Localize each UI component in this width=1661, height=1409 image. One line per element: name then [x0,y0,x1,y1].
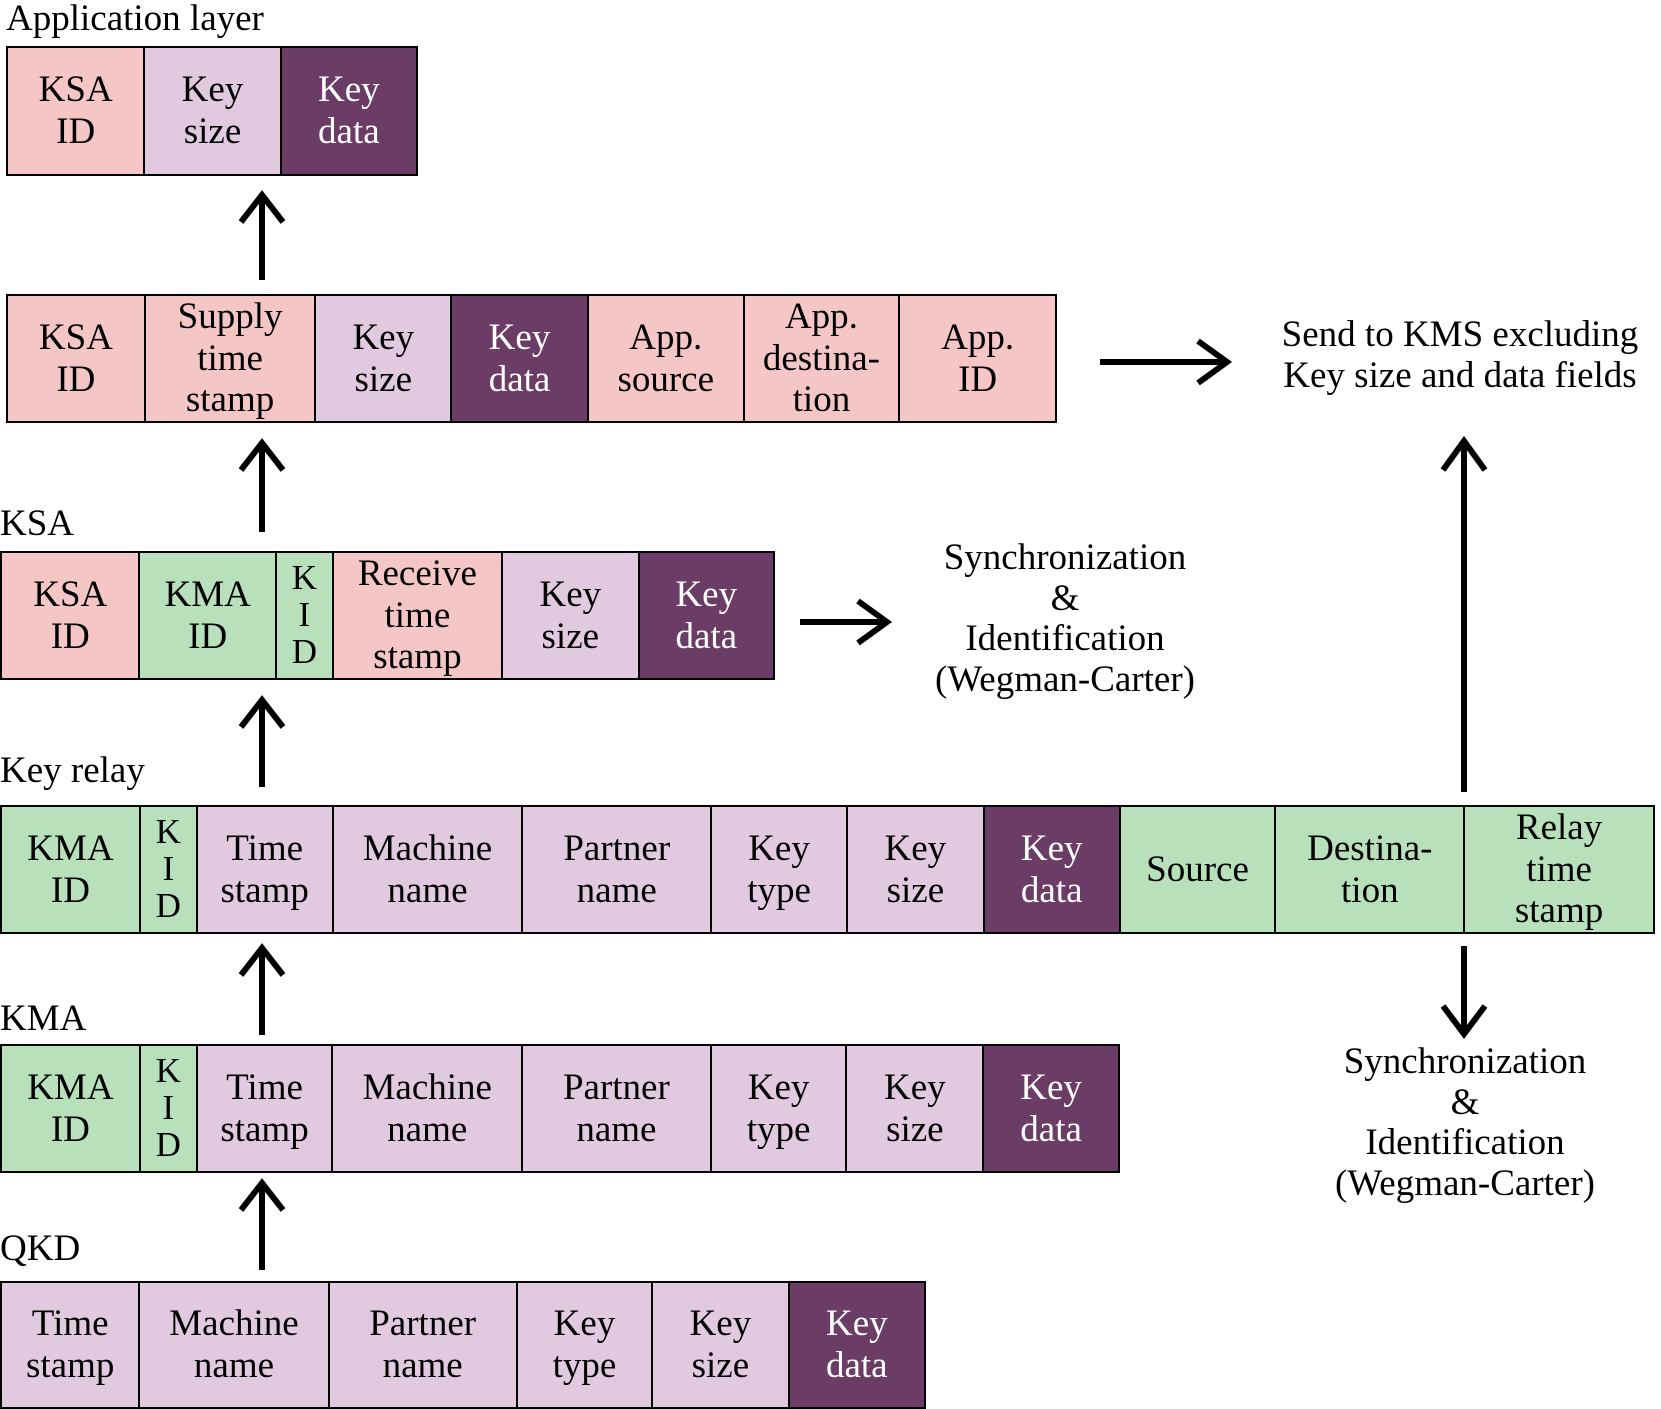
application-field: Key size [143,48,280,174]
kma-field: Key data [982,1046,1118,1171]
supply-field: App. source [586,296,743,421]
qkd-field: Machine name [138,1283,328,1407]
key-relay-field: KMA ID [2,807,139,932]
qkd-field: Key type [515,1283,652,1407]
kma-field: KMA ID [2,1046,139,1171]
key-relay-field: Key size [845,807,983,932]
up-arrow-icon [238,438,286,532]
right-arrow-icon [1100,338,1233,386]
key-relay-field: Machine name [331,807,522,932]
kma-label: KMA [0,998,87,1039]
key-relay-label: Key relay [0,750,145,791]
key-relay-field: Key data [982,807,1119,932]
ksa-field: Key size [501,553,638,678]
key-relay-field: Source [1118,807,1275,932]
key-relay-field: K I D [138,807,196,932]
supply-field: KSA ID [8,296,144,421]
qkd-field: Key size [651,1283,788,1407]
up-arrow-icon [238,1178,286,1270]
sync-ksa-note: Synchronization & Identification (Wegman… [935,537,1195,701]
qkd-field: Key data [787,1283,924,1407]
up-arrow-icon [238,190,286,280]
key-relay-field: Partner name [521,807,711,932]
supply-field: App. ID [898,296,1055,421]
supply-field: App. destina- tion [742,296,899,421]
right-arrow-icon [800,598,893,646]
sync-relay-note: Synchronization & Identification (Wegman… [1335,1041,1595,1205]
application-field: KSA ID [8,48,144,174]
up-arrow-icon [238,943,286,1035]
kma-field: K I D [138,1046,196,1171]
ksa-field: K I D [274,553,332,678]
ksa-field: Receive time stamp [331,553,502,678]
kma-field: Key size [845,1046,983,1171]
key-relay-field: Time stamp [195,807,332,932]
supply-field: Key size [314,296,451,421]
qkd-field: Time stamp [2,1283,139,1407]
ksa-field: KSA ID [2,553,139,678]
key-relay-field: Relay time stamp [1463,807,1653,932]
supply-field: Key data [450,296,587,421]
send-to-kms-note: Send to KMS excluding Key size and data … [1281,314,1639,396]
kma-field: Time stamp [195,1046,332,1171]
up-arrow-icon [238,695,286,787]
ksa-field: Key data [637,553,773,678]
key-relay-field: Key type [710,807,846,932]
qkd-label: QKD [0,1228,81,1269]
application-layer-label: Application layer [6,0,264,39]
ksa-field: KMA ID [138,553,275,678]
application-field: Key data [279,48,416,174]
down-arrow-icon [1440,946,1488,1039]
key-relay-field: Destina- tion [1274,807,1464,932]
supply-field: Supply time stamp [143,296,315,421]
kma-field: Machine name [331,1046,522,1171]
kma-field: Partner name [521,1046,710,1171]
kma-field: Key type [709,1046,846,1171]
qkd-field: Partner name [327,1283,516,1407]
up-arrow-icon [1440,435,1488,792]
ksa-label: KSA [0,503,75,544]
